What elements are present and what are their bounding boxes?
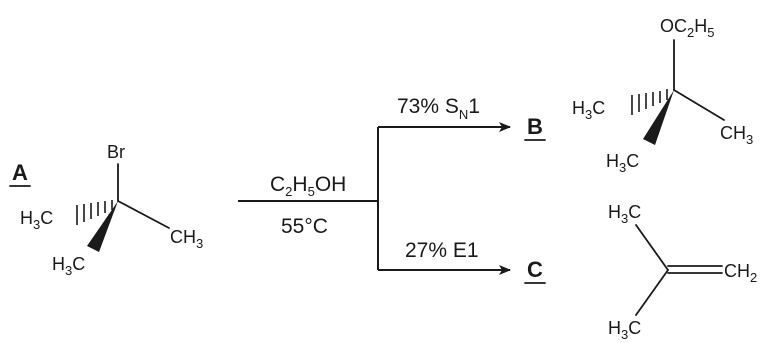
methyl-top-c: H3C <box>608 202 641 226</box>
methyl-left-a: H3C <box>20 208 53 232</box>
methyl-bottom-b: H3C <box>606 151 639 175</box>
product-b: OC2H5 H3C H3C CH3 <box>572 16 753 175</box>
hashed-wedge-left-b <box>631 89 668 115</box>
temperature-label: 55°C <box>281 215 328 238</box>
reactant-a: A Br H3C H3C CH3 <box>9 142 203 278</box>
solid-wedge-bottom <box>87 201 118 252</box>
hashed-wedge-left <box>76 200 113 225</box>
methyl-bottom-c: H3C <box>608 318 641 342</box>
compound-b-label: B <box>527 114 543 139</box>
bromine-label: Br <box>107 142 125 162</box>
bond-lower-methyl-c <box>635 269 669 316</box>
c-ch3-bond-right <box>117 200 170 229</box>
e1-pathway-label: 27% E1 <box>405 239 479 262</box>
product-c: H3C H3C CH2 <box>608 202 757 342</box>
bond-upper-methyl-c <box>635 224 669 271</box>
methyl-right-a: CH3 <box>170 227 203 251</box>
reaction-arrows <box>238 122 511 275</box>
methyl-left-b: H3C <box>572 98 605 122</box>
sn1-pathway-label: 73% SN1 <box>397 95 480 122</box>
compound-a-label: A <box>12 160 28 185</box>
methyl-bottom-a: H3C <box>52 254 85 278</box>
solvent-label: C2H5OH <box>270 173 346 199</box>
solid-wedge-bottom-b <box>643 90 674 145</box>
methyl-right-b: CH3 <box>720 123 753 147</box>
compound-c-label: C <box>527 257 543 282</box>
methylene-label: CH2 <box>724 261 757 285</box>
c-ch3-bond-right-b <box>673 89 725 121</box>
ethoxy-label: OC2H5 <box>660 16 714 40</box>
